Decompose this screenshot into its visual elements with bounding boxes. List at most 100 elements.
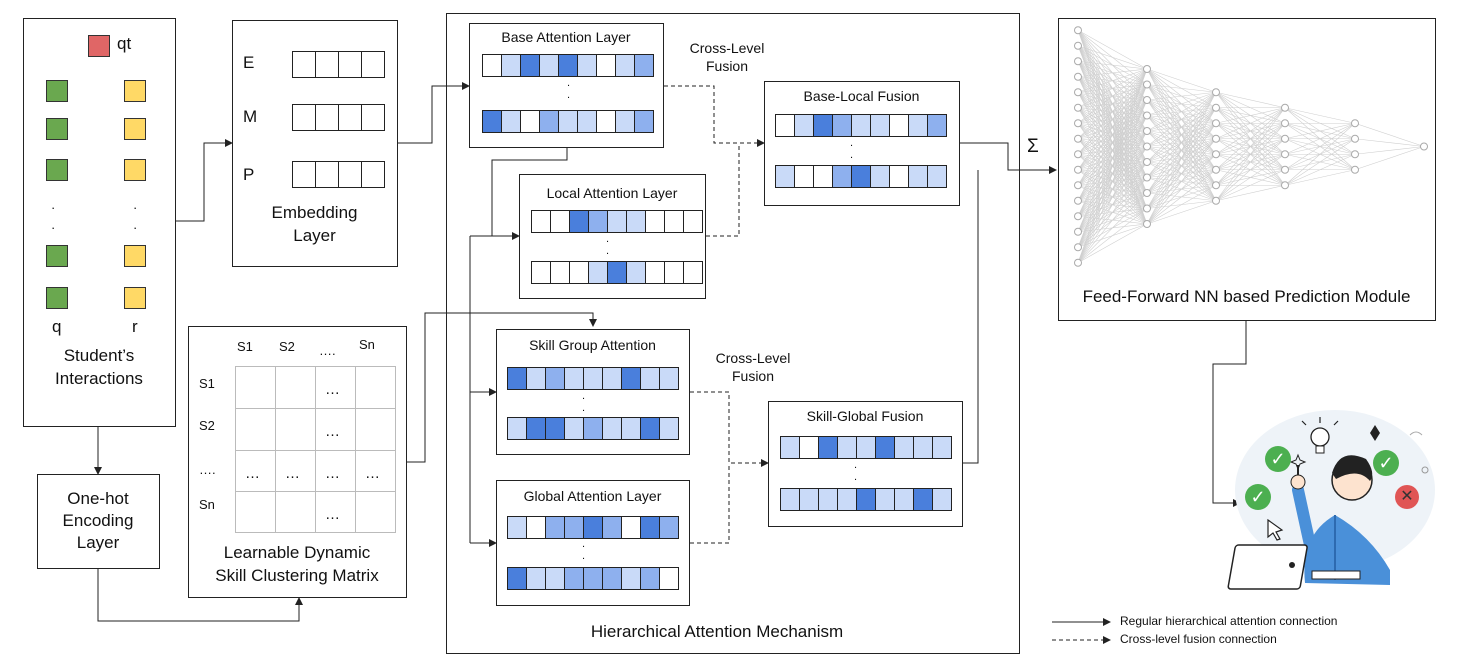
nn-neuron	[1074, 196, 1082, 205]
base-attention-vector-bottom	[482, 110, 654, 133]
students-title-line2: Interactions	[55, 369, 143, 388]
nn-edge	[1215, 107, 1286, 140]
attention-weight-cell	[913, 436, 933, 459]
sum-symbol: Σ	[1027, 136, 1039, 157]
nn-edge	[1284, 169, 1356, 186]
q-label: q	[52, 317, 62, 336]
attention-weight-cell	[621, 516, 641, 539]
nn-edge	[1284, 123, 1356, 170]
nn-edge	[1146, 200, 1217, 225]
embedding-cell	[361, 104, 385, 131]
attention-weight-cell	[932, 436, 952, 459]
attention-weight-cell	[531, 210, 551, 233]
nn-neuron	[1281, 165, 1289, 174]
attention-weight-cell	[602, 367, 622, 390]
ffnn-title: Feed-Forward NN based Prediction Module	[1082, 287, 1411, 306]
attention-weight-cell	[856, 436, 876, 459]
attention-weight-cell	[875, 436, 895, 459]
attention-weight-cell	[564, 417, 584, 440]
qt-label: qt	[117, 34, 132, 53]
nn-edge	[1077, 115, 1148, 263]
attention-weight-cell	[894, 488, 914, 511]
matrix-ellipsis-r4: …	[325, 506, 340, 523]
nn-neuron	[1420, 142, 1428, 151]
attention-weight-cell	[602, 567, 622, 590]
nn-neuron	[1351, 150, 1359, 159]
embedding-vector-e	[292, 51, 385, 78]
attention-weight-cell	[794, 165, 814, 188]
attention-weight-cell	[550, 261, 570, 284]
attention-weight-cell	[539, 54, 559, 77]
nn-edge	[1354, 138, 1425, 147]
attention-weight-cell	[621, 367, 641, 390]
nn-edge	[1146, 184, 1217, 225]
matrix-col-header-3: ….	[319, 343, 336, 358]
skill-clustering-matrix-panel: S1 S2 …. Sn S1 S2 …. Sn … … … … … … … Le…	[188, 326, 407, 598]
attention-weight-cell	[501, 54, 521, 77]
nn-neuron	[1351, 165, 1359, 174]
attention-weight-cell	[799, 436, 819, 459]
nn-edge	[1146, 123, 1217, 225]
dot-r-1: ·	[133, 200, 138, 215]
nn-edge	[1077, 130, 1148, 263]
embedding-cell	[338, 104, 362, 131]
base-attention-layer: Base Attention Layer . .	[469, 23, 664, 148]
attention-weight-cell	[640, 567, 660, 590]
qt-square	[88, 35, 110, 57]
nn-edge	[1215, 107, 1286, 155]
skill-global-fusion-title: Skill-Global Fusion	[806, 408, 924, 424]
nn-edge	[1215, 184, 1286, 202]
attention-weight-cell	[596, 110, 616, 133]
attention-weight-cell	[615, 110, 635, 133]
matrix-title-line1: Learnable Dynamic	[223, 543, 371, 562]
attention-weight-cell	[775, 114, 795, 137]
nn-edge	[1215, 107, 1286, 124]
base-local-dot-2: .	[850, 149, 854, 161]
q-interaction-square	[46, 80, 68, 102]
attention-weight-cell	[927, 165, 947, 188]
legend-dashed-label: Cross-level fusion connection	[1120, 632, 1277, 646]
attention-weight-cell	[640, 516, 660, 539]
attention-weight-cell	[583, 367, 603, 390]
nn-edge	[1146, 84, 1217, 93]
base-attention-dot-1: .	[567, 77, 571, 89]
global-attention-dot-2: .	[582, 550, 586, 562]
nn-neuron	[1074, 150, 1082, 159]
local-attention-dot-1: .	[606, 233, 610, 245]
attention-weight-cell	[583, 567, 603, 590]
nn-neuron	[1281, 150, 1289, 159]
nn-neuron	[1212, 103, 1220, 112]
matrix-ellipsis-r1: …	[325, 381, 340, 398]
nn-neuron	[1143, 189, 1151, 197]
attention-weight-cell	[813, 114, 833, 137]
attention-weight-cell	[482, 54, 502, 77]
skill-global-dot-2: .	[854, 471, 858, 483]
nn-edge	[1077, 60, 1148, 70]
nn-neuron	[1143, 158, 1151, 166]
global-attention-vector-bottom	[507, 567, 679, 590]
nn-neuron	[1074, 41, 1082, 50]
nn-neuron	[1143, 142, 1151, 151]
skill-global-dot-1: .	[854, 459, 858, 471]
matrix-ellipsis-r3c1: …	[245, 465, 260, 482]
attention-weight-cell	[664, 210, 684, 233]
attention-weight-cell	[889, 165, 909, 188]
attention-weight-cell	[659, 417, 679, 440]
attention-weight-cell	[889, 114, 909, 137]
nn-neuron	[1074, 227, 1082, 236]
attention-weight-cell	[799, 488, 819, 511]
attention-weight-cell	[621, 567, 641, 590]
embedding-cell	[338, 51, 362, 78]
nn-neuron	[1074, 119, 1082, 128]
nn-edge	[1215, 91, 1286, 109]
nn-edge	[1284, 153, 1356, 186]
nn-neuron	[1143, 220, 1151, 228]
dot-q-1: ·	[51, 200, 56, 215]
nn-neuron	[1143, 127, 1151, 135]
nn-edge	[1146, 154, 1217, 225]
q-interaction-square	[46, 159, 68, 181]
nn-edge	[1215, 138, 1286, 201]
nn-edge	[1077, 45, 1148, 70]
matrix-row-header-2: S2	[199, 418, 215, 433]
attention-weight-cell	[545, 567, 565, 590]
